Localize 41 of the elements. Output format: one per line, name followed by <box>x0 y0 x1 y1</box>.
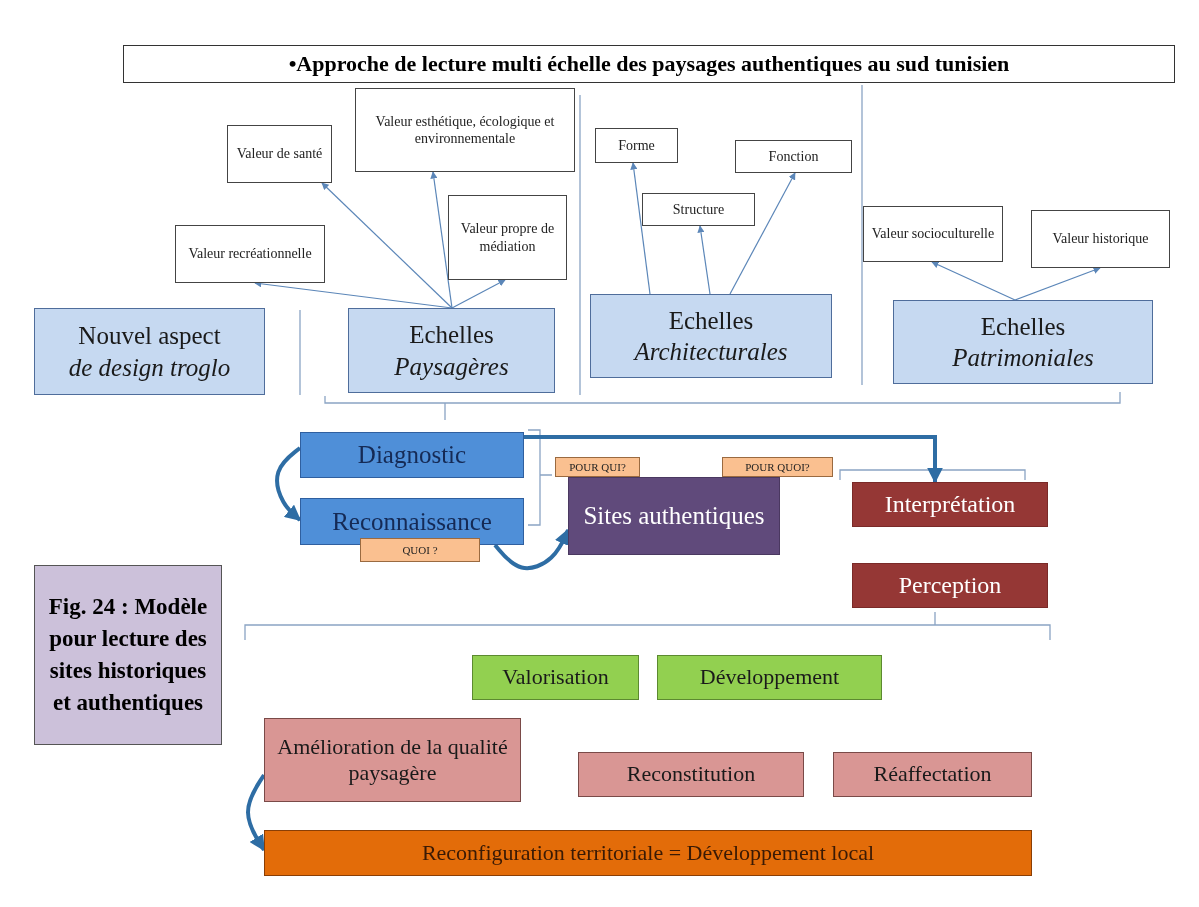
action-box: Amélioration de la qualité paysagère <box>264 718 521 802</box>
value-box: Structure <box>642 193 755 226</box>
value-box: Valeur esthétique, écologique et environnementale <box>355 88 575 172</box>
aspect-box: Nouvel aspect de design troglo <box>34 308 265 395</box>
arrow <box>430 171 453 309</box>
arrow <box>630 162 651 295</box>
scale-box: Echelles Paysagères <box>348 308 555 393</box>
arrow <box>275 446 302 522</box>
result-box: Reconfiguration territoriale = Développement local <box>264 830 1032 876</box>
arrow <box>451 279 506 309</box>
process-box: Interprétation <box>852 482 1048 527</box>
question-tag: QUOI ? <box>360 538 480 562</box>
question-tag: POUR QUI? <box>555 457 640 477</box>
process-box: Perception <box>852 563 1048 608</box>
arrow <box>931 261 1016 301</box>
arrow <box>246 773 266 852</box>
arrow <box>493 528 570 571</box>
title-box: •Approche de lecture multi échelle des paysages authentiques au sud tunisien <box>123 45 1175 83</box>
process-box: Diagnostic <box>300 432 524 478</box>
scale-box: Echelles Patrimoniales <box>893 300 1153 384</box>
value-box: Valeur propre de médiation <box>448 195 567 280</box>
value-box: Valeur historique <box>1031 210 1170 268</box>
arrow <box>524 435 943 484</box>
scale-box: Echelles Architecturales <box>590 294 832 378</box>
arrow <box>321 182 453 309</box>
value-box: Valeur recréationnelle <box>175 225 325 283</box>
action-box: Développement <box>657 655 882 700</box>
arrow <box>697 225 711 295</box>
value-box: Valeur de santé <box>227 125 332 183</box>
arrow <box>1014 266 1101 301</box>
action-box: Réaffectation <box>833 752 1032 797</box>
value-box: Valeur socioculturelle <box>863 206 1003 262</box>
action-box: Valorisation <box>472 655 639 700</box>
figure-caption: Fig. 24 : Modèle pour lecture des sites historiques et authentiques <box>34 565 222 745</box>
action-box: Reconstitution <box>578 752 804 797</box>
question-tag: POUR QUOI? <box>722 457 833 477</box>
process-box: Reconnaissance <box>300 498 524 545</box>
sites-box: Sites authentiques <box>568 477 780 555</box>
value-box: Forme <box>595 128 678 163</box>
arrow <box>729 172 796 295</box>
value-box: Fonction <box>735 140 852 173</box>
